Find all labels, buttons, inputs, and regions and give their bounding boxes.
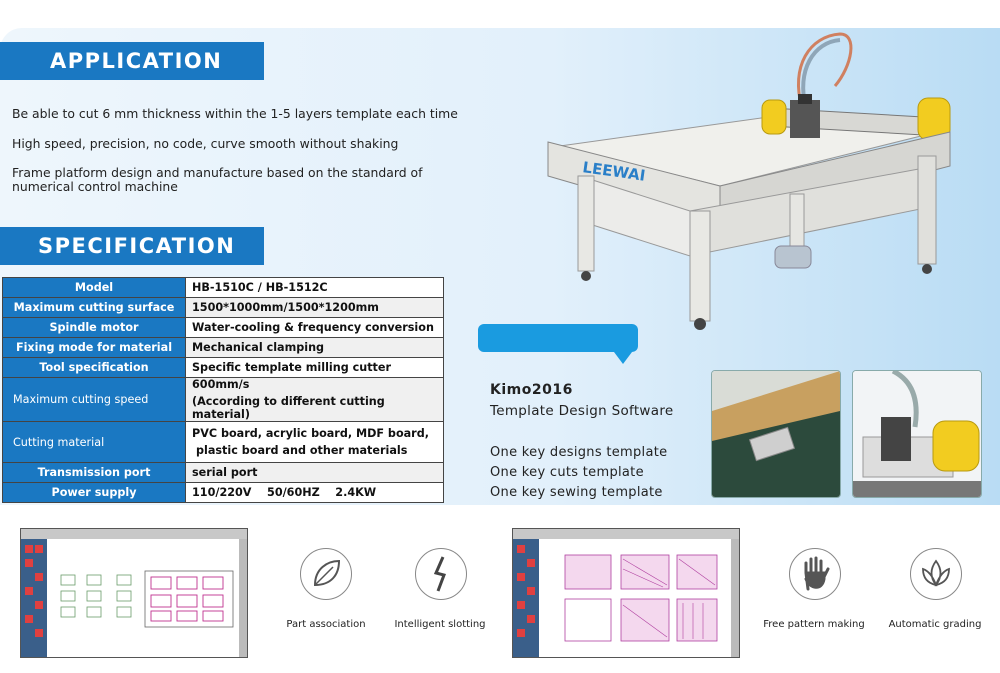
software-feature-2: One key cuts template	[490, 465, 644, 480]
application-header: APPLICATION	[0, 42, 264, 80]
application-bullet-2: High speed, precision, no code, curve sm…	[12, 136, 399, 151]
gantry-cap-left	[761, 99, 787, 135]
software-screenshot-parts	[20, 528, 248, 658]
feature-label-intelligent-slotting: Intelligent slotting	[394, 619, 486, 630]
software-subtitle: Template Design Software	[490, 403, 674, 419]
spec-value: HB-1510C / HB-1512C	[185, 277, 444, 298]
closeup-photo-spindle	[852, 370, 982, 498]
hand-icon	[789, 548, 841, 600]
cutting-machine-illustration: LEEWAI	[547, 32, 951, 330]
feature-label-free-pattern-making: Free pattern making	[763, 619, 865, 630]
spec-value: 110/220V 50/60HZ 2.4KW	[185, 482, 444, 503]
spec-value: serial port	[185, 462, 444, 483]
spec-key: Transmission port	[2, 462, 186, 483]
specification-header: SPECIFICATION	[0, 227, 264, 265]
software-feature-3: One key sewing template	[490, 485, 663, 500]
spec-key: Fixing mode for material	[2, 337, 186, 358]
spec-value-line: 600mm/s	[192, 378, 250, 391]
application-bullet-4: numerical control machine	[12, 179, 178, 194]
application-bullet-3: Frame platform design and manufacture ba…	[12, 165, 423, 180]
spec-value: 600mm/s (According to different cutting m…	[185, 377, 444, 422]
spec-value: 1500*1000mm/1500*1200mm	[185, 297, 444, 318]
software-feature-1: One key designs template	[490, 445, 668, 460]
software-callout-bubble	[478, 324, 638, 364]
leaf-icon	[300, 548, 352, 600]
lotus-icon	[910, 548, 962, 600]
feature-label-part-association: Part association	[286, 619, 366, 630]
spec-key: Maximum cutting speed	[2, 377, 186, 422]
software-screenshot-grading	[512, 528, 740, 658]
application-bullet-1: Be able to cut 6 mm thickness within the…	[12, 106, 458, 121]
spec-value-line: plastic board and other materials	[196, 444, 408, 457]
spec-key: Tool specification	[2, 357, 186, 378]
table-row: Maximum cutting speed 600mm/s (According t…	[2, 377, 444, 422]
spec-value: Specific template milling cutter	[185, 357, 444, 378]
spec-value-line: (According to different cutting material…	[192, 395, 385, 421]
spec-key: Model	[2, 277, 186, 298]
feature-label-automatic-grading: Automatic grading	[888, 619, 982, 630]
spec-key: Power supply	[2, 482, 186, 503]
spec-value: Mechanical clamping	[185, 337, 444, 358]
spec-value: Water-cooling & frequency conversion	[185, 317, 444, 338]
spec-key: Cutting material	[2, 421, 186, 463]
spec-value: PVC board, acrylic board, MDF board, plas…	[185, 421, 444, 463]
lightning-icon	[415, 548, 467, 600]
spindle-head	[790, 100, 820, 138]
closeup-photo-table	[711, 370, 841, 498]
spec-value-line: PVC board, acrylic board, MDF board,	[192, 427, 429, 440]
spec-key: Maximum cutting surface	[2, 297, 186, 318]
spec-key: Spindle motor	[2, 317, 186, 338]
software-title: Kimo2016	[490, 382, 573, 398]
